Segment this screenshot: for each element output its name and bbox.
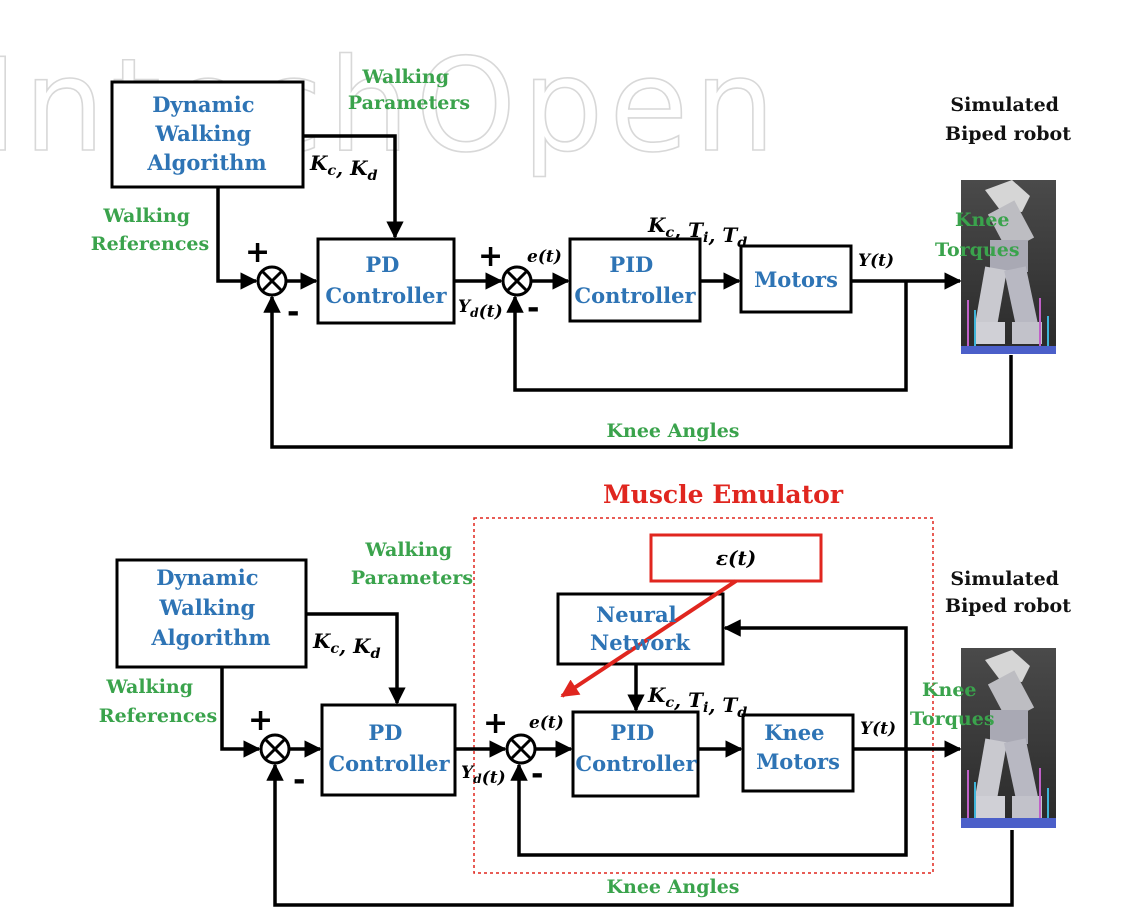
top-yd-label: Yd(t) bbox=[458, 297, 503, 322]
top-robot-image bbox=[961, 180, 1056, 354]
muscle-emulator-region bbox=[473, 517, 934, 874]
top-kc-kd: Kc, Kd bbox=[309, 151, 378, 184]
bottom-error-label: e(t) bbox=[529, 713, 564, 733]
top-motors-label: Motors bbox=[754, 267, 838, 292]
bottom-wire-nn-feedback bbox=[723, 619, 908, 749]
top-wire-ref bbox=[216, 187, 258, 290]
top-motors-block bbox=[739, 244, 853, 314]
top-dwa-block bbox=[110, 80, 305, 189]
bottom-kc-kd: Kc, Kd bbox=[312, 629, 381, 662]
top-wire-params bbox=[303, 134, 404, 239]
bottom-dwa-block bbox=[115, 558, 308, 669]
top-walking-parameters: Walking Parameters bbox=[348, 66, 470, 114]
bottom-kc-ti-td: Kc, Ti, Td bbox=[647, 683, 747, 721]
top-wire-outer-feedback bbox=[263, 295, 1013, 449]
bottom-wire-ref bbox=[220, 667, 261, 758]
muscle-emulator-title: Muscle Emulator bbox=[603, 480, 844, 509]
bottom-sum1-plus: + bbox=[248, 703, 273, 738]
top-robot-caption: Simulated Biped robot bbox=[945, 94, 1071, 145]
bottom-pid-block bbox=[571, 710, 700, 798]
bottom-walking-references: Walking References bbox=[99, 676, 217, 727]
bottom-yd-label: Yd(t) bbox=[461, 763, 506, 788]
top-y-label: Y(t) bbox=[858, 251, 894, 271]
bottom-sum2-plus: + bbox=[483, 706, 508, 741]
bottom-knee-torques: Knee Torques bbox=[910, 679, 995, 730]
top-sum1-minus: - bbox=[287, 295, 299, 330]
bottom-diagram: Muscle Emulator ε(t) bbox=[99, 480, 1071, 907]
neural-network-label: Neural Network bbox=[590, 602, 690, 655]
top-sum1-plus: + bbox=[245, 235, 270, 270]
top-sum2-minus: - bbox=[527, 291, 539, 326]
bottom-pd-label: PD Controller bbox=[328, 720, 450, 776]
bottom-pd-block bbox=[320, 703, 457, 797]
top-pid-label: PID Controller bbox=[574, 252, 696, 308]
bottom-sum-1 bbox=[259, 733, 291, 765]
bottom-wire-params bbox=[306, 612, 406, 705]
bottom-y-label: Y(t) bbox=[860, 719, 896, 739]
bottom-walking-parameters: Walking Parameters bbox=[351, 539, 473, 589]
top-error-label: e(t) bbox=[527, 247, 562, 267]
bottom-dwa-label: Dynamic Walking Algorithm bbox=[150, 565, 270, 650]
bottom-motors-block bbox=[741, 713, 855, 793]
top-walking-references: Walking References bbox=[91, 205, 209, 255]
bottom-wire-inner-feedback bbox=[510, 749, 908, 857]
bottom-robot-image bbox=[961, 648, 1056, 828]
epsilon-injection-arrow bbox=[560, 579, 738, 698]
top-sum-1 bbox=[256, 265, 288, 297]
bottom-wire-outer-feedback bbox=[266, 763, 1014, 907]
top-pd-label: PD Controller bbox=[325, 252, 447, 308]
bottom-motors-label: Knee Motors bbox=[756, 720, 840, 774]
top-kc-ti-td: Kc, Ti, Td bbox=[647, 213, 747, 251]
bottom-knee-angles: Knee Angles bbox=[607, 876, 740, 898]
top-dwa-label: Dynamic Walking Algorithm bbox=[146, 92, 266, 175]
bottom-sum1-minus: - bbox=[293, 763, 305, 798]
top-wire-inner-feedback bbox=[506, 281, 908, 392]
top-diagram: Dynamic Walking Algorithm PD Controller … bbox=[91, 66, 1071, 449]
top-knee-torques: Knee Torques bbox=[935, 209, 1020, 261]
bottom-pid-label: PID Controller bbox=[575, 720, 697, 776]
top-sum2-plus: + bbox=[478, 239, 503, 274]
bottom-sum2-minus: - bbox=[531, 757, 543, 792]
epsilon-label: ε(t) bbox=[716, 546, 756, 570]
bottom-robot-caption: Simulated Biped robot bbox=[945, 568, 1071, 617]
epsilon-block bbox=[649, 533, 823, 583]
top-knee-angles: Knee Angles bbox=[607, 420, 740, 442]
